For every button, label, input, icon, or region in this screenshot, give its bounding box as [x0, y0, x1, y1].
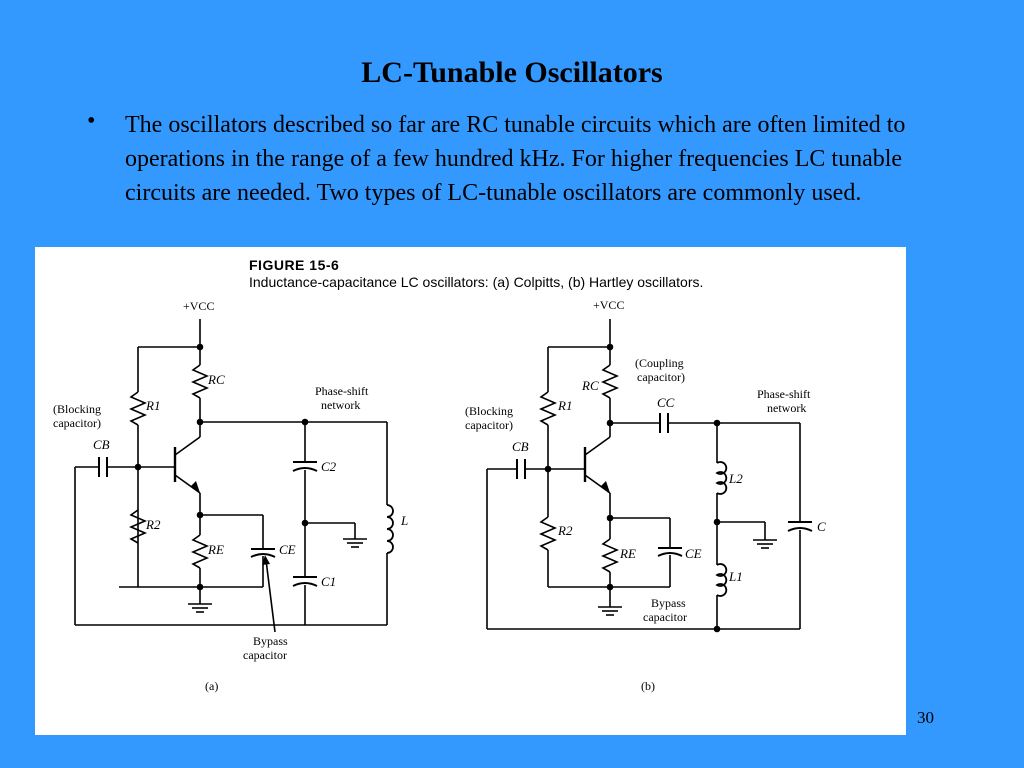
hartley-cb-label: CB [512, 439, 529, 454]
figure-caption: Inductance-capacitance LC oscillators: (… [249, 274, 704, 290]
oscillator-figure: +VCC [35, 247, 906, 735]
rc-resistor [190, 364, 210, 399]
hartley-r2-label: R2 [557, 523, 573, 538]
slide-number: 30 [917, 708, 934, 727]
figure-heading: FIGURE 15-6 Inductance-capacitance LC os… [249, 257, 703, 290]
bullet-text: The oscillators described so far are RC … [125, 112, 906, 206]
oscillator-schematics: +VCC [53, 298, 826, 693]
hartley-phase-note-2: network [767, 401, 806, 415]
hartley-r2-resistor [538, 516, 558, 551]
colpitts-label: (a) [205, 679, 218, 693]
colpitts-c2-label: C2 [321, 459, 337, 474]
colpitts-vcc-label: +VCC [183, 299, 214, 313]
hartley-blocking-note-1: (Blocking [465, 404, 513, 418]
colpitts-ce-label: CE [279, 542, 296, 557]
hartley-bypass-note-1: Bypass [651, 596, 686, 610]
hartley-coupling-note-1: (Coupling [635, 356, 684, 370]
colpitts-r2-label: R2 [145, 517, 161, 532]
colpitts-phase-note-1: Phase-shift [315, 384, 369, 398]
colpitts-blocking-note-1: (Blocking [53, 402, 101, 416]
figure-number: FIGURE 15-6 [249, 257, 340, 273]
hartley-rc-label: RC [581, 378, 599, 393]
bullet-marker: • [87, 108, 96, 134]
colpitts-circuit: +VCC [53, 299, 408, 693]
l2-inductor [715, 461, 728, 495]
hartley-ce-label: CE [685, 546, 702, 561]
colpitts-phase-note-2: network [321, 398, 360, 412]
hartley-re-label: RE [619, 546, 636, 561]
l1-inductor [715, 563, 728, 597]
hartley-rc-resistor [600, 364, 620, 399]
hartley-c-label: C [817, 519, 826, 534]
hartley-blocking-note-2: capacitor) [465, 418, 513, 432]
hartley-vcc-label: +VCC [593, 298, 624, 312]
r1-resistor [128, 391, 148, 426]
hartley-circuit: +VCC [465, 298, 826, 693]
re-resistor [190, 534, 210, 569]
colpitts-l-label: L [400, 513, 408, 528]
slide-title: LC-Tunable Oscillators [361, 56, 663, 89]
colpitts-cb-label: CB [93, 437, 110, 452]
hartley-l1-label: L1 [728, 569, 743, 584]
colpitts-re-label: RE [207, 542, 224, 557]
colpitts-r1-label: R1 [145, 398, 160, 413]
l-inductor [386, 504, 394, 554]
hartley-phase-note-1: Phase-shift [757, 387, 811, 401]
r2-resistor [128, 509, 148, 544]
colpitts-bypass-note-2: capacitor [243, 648, 287, 662]
hartley-coupling-note-2: capacitor) [637, 370, 685, 384]
hartley-bypass-note-2: capacitor [643, 610, 687, 624]
hartley-r1-resistor [538, 391, 558, 426]
colpitts-blocking-note-2: capacitor) [53, 416, 101, 430]
hartley-label: (b) [641, 679, 655, 693]
hartley-cc-label: CC [657, 395, 675, 410]
hartley-r1-label: R1 [557, 398, 572, 413]
colpitts-c1-label: C1 [321, 574, 336, 589]
colpitts-bypass-note-1: Bypass [253, 634, 288, 648]
hartley-re-resistor [600, 538, 620, 573]
hartley-l2-label: L2 [728, 471, 743, 486]
colpitts-rc-label: RC [207, 372, 225, 387]
